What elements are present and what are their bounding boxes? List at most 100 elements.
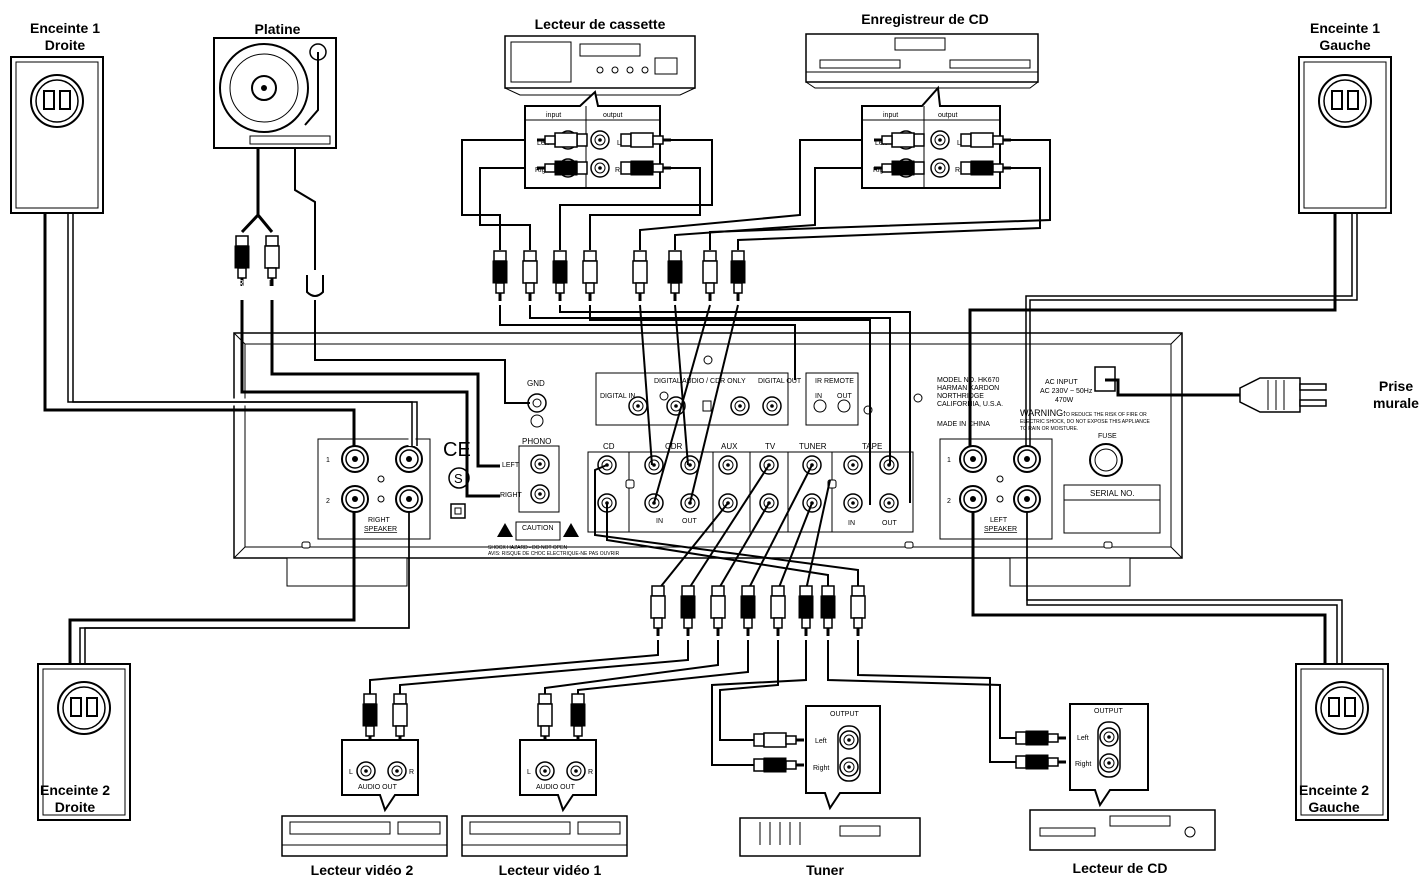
cdr-label: CDR xyxy=(665,442,683,451)
label-enregistreur-cd: Enregistreur de CD xyxy=(861,11,989,27)
cdp-output-label: OUTPUT xyxy=(1094,708,1124,715)
ac-input-2: AC 230V ~ 50Hz xyxy=(1040,388,1093,395)
aux-label: AUX xyxy=(721,442,738,451)
svg-text:S: S xyxy=(454,471,463,486)
model-2: HARMAN KARDON xyxy=(937,385,999,392)
rs-ch1: 1 xyxy=(326,457,330,464)
rs-ch2: 2 xyxy=(326,498,330,505)
caution-text-2: AVIS: RISQUE DE CHOC ELECTRIQUE-NE PAS O… xyxy=(488,551,620,557)
cassette-input-label: input xyxy=(546,112,561,119)
made-in: MADE IN CHINA xyxy=(937,421,990,428)
label-lecteur-video2: Lecteur vidéo 2 xyxy=(310,862,414,878)
plug-letter-l: L xyxy=(269,279,274,288)
rs-label-1: RIGHT xyxy=(368,517,391,524)
warning-title: WARNING: xyxy=(1020,408,1066,418)
speaker-front-left-1 xyxy=(1298,56,1392,214)
tuner-device-icon xyxy=(739,817,921,857)
model-1: MODEL NO. HK670 xyxy=(937,377,999,384)
v1-r: R xyxy=(588,769,593,776)
warning-text-3: TO RAIN OR MOISTURE. xyxy=(1020,426,1078,432)
warning-triangle-icon xyxy=(497,523,513,537)
video1-deck-icon xyxy=(461,815,628,857)
rs-label-2: SPEAKER xyxy=(364,526,397,533)
cd-recorder-icon xyxy=(805,33,1039,89)
ls-label-1: LEFT xyxy=(990,517,1008,524)
v2-r: R xyxy=(409,769,414,776)
tv-label: TV xyxy=(765,442,776,451)
cdr-out: OUT xyxy=(682,518,698,525)
model-3: NORTHRIDGE xyxy=(937,393,984,400)
ac-input-1: AC INPUT xyxy=(1045,379,1078,386)
fuse-label: FUSE xyxy=(1098,433,1117,440)
cdr-output-label: output xyxy=(938,112,958,119)
ir-in: IN xyxy=(815,393,822,400)
cdr-left-1: Left xyxy=(875,140,887,147)
cdr-in: IN xyxy=(656,518,663,525)
cdp-left: Left xyxy=(1077,735,1089,742)
ce-mark: CE xyxy=(443,439,471,461)
label-lecteur-cassette: Lecteur de cassette xyxy=(534,16,666,32)
ir-out: OUT xyxy=(837,393,853,400)
cdr-right-1: Right xyxy=(873,167,889,174)
receiver-back-panel: 1 2 RIGHT SPEAKER CE S CAUTION SHOCK HAZ… xyxy=(233,332,1183,587)
turntable-icon xyxy=(213,37,337,149)
video1-bubble: L R AUDIO OUT xyxy=(519,739,597,813)
video2-bubble: L R AUDIO OUT xyxy=(341,739,419,813)
v1-audio-out: AUDIO OUT xyxy=(536,784,576,791)
tuner-label: TUNER xyxy=(799,442,827,451)
v2-l: L xyxy=(349,769,353,776)
cassette-deck-icon xyxy=(504,35,696,96)
s-mark-icon xyxy=(448,467,470,489)
warning-text-1: TO REDUCE THE RISK OF FIRE OR xyxy=(1063,412,1147,418)
tape-out: OUT xyxy=(882,520,898,527)
caution-label: CAUTION xyxy=(522,525,554,532)
tuner-bubble: OUTPUT Left Right xyxy=(805,705,881,811)
cd-player-bubble: OUTPUT Left Right xyxy=(1069,703,1149,808)
plugs: R L xyxy=(234,235,1327,773)
gnd-fork-icon xyxy=(306,275,324,297)
label-platine: Platine xyxy=(254,21,301,37)
ls-ch1: 1 xyxy=(947,457,951,464)
v1-l: L xyxy=(527,769,531,776)
ac-input-3: 470W xyxy=(1055,397,1074,404)
plug-letter-r: R xyxy=(238,279,244,288)
phono-left: LEFT xyxy=(502,462,520,469)
power-plug-icon xyxy=(1239,377,1327,413)
label-lecteur-video1: Lecteur vidéo 1 xyxy=(498,862,602,878)
tuner-left: Left xyxy=(815,738,827,745)
caution-triangle-icon xyxy=(563,523,579,537)
cd-player-device-icon xyxy=(1029,809,1216,851)
speaker-front-right-1 xyxy=(10,56,104,214)
serial-label: SERIAL NO. xyxy=(1090,489,1135,498)
cables xyxy=(43,90,1358,766)
cassette-left-1: Left xyxy=(537,140,549,147)
warning-text-2: ELECTRIC SHOCK, DO NOT EXPOSE THIS APPLI… xyxy=(1020,419,1151,425)
tuner-right: Right xyxy=(813,765,829,772)
ls-ch2: 2 xyxy=(947,498,951,505)
digital-in-label: DIGITAL IN xyxy=(600,393,635,400)
phono-label: PHONO xyxy=(522,437,551,446)
caution-text-1: SHOCK HAZARD - DO NOT OPEN xyxy=(488,545,567,551)
tape-label: TAPE xyxy=(862,442,882,451)
cdr-input-label: input xyxy=(883,112,898,119)
gnd-label: GND xyxy=(527,379,545,388)
phono-right: RIGHT xyxy=(500,492,523,499)
ir-remote-label: IR REMOTE xyxy=(815,378,854,385)
cdp-right: Right xyxy=(1075,761,1091,768)
v2-audio-out: AUDIO OUT xyxy=(358,784,398,791)
digital-header: DIGITAL AUDIO / CDR ONLY xyxy=(654,378,746,385)
tape-in: IN xyxy=(848,520,855,527)
digital-out-label: DIGITAL OUT xyxy=(758,378,802,385)
label-lecteur-cd: Lecteur de CD xyxy=(1072,860,1168,876)
label-tuner: Tuner xyxy=(806,862,844,878)
video2-deck-icon xyxy=(281,815,448,857)
cd-label: CD xyxy=(603,442,615,451)
cassette-right-1: Right xyxy=(535,167,551,174)
tuner-output-label: OUTPUT xyxy=(830,711,860,718)
cassette-output-label: output xyxy=(603,112,623,119)
